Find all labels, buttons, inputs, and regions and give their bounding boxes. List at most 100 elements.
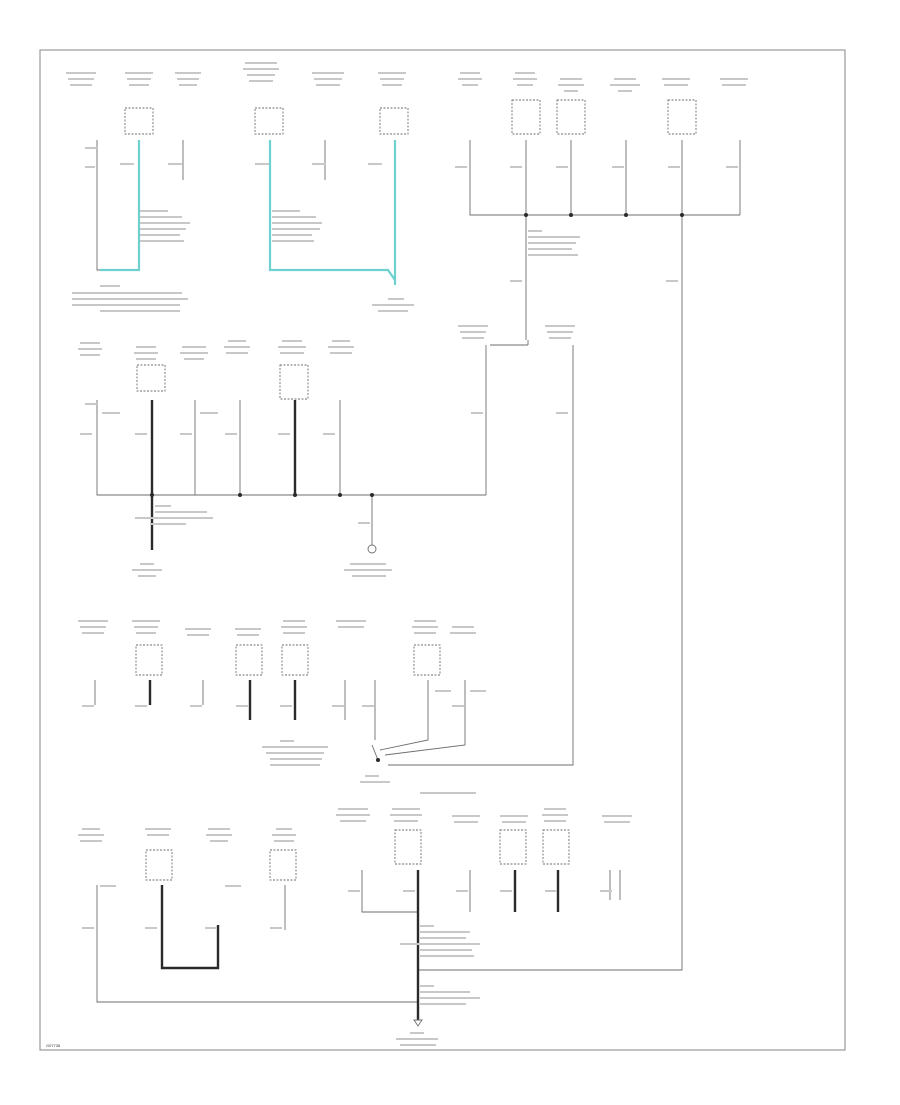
wire-labels: [80, 403, 370, 524]
wire-labels: [455, 166, 738, 282]
wire: [388, 345, 574, 766]
wire: [490, 340, 529, 346]
connector-box: [279, 364, 309, 400]
wire-highlight: [268, 140, 396, 281]
junction-dot: [370, 493, 374, 497]
component-label: [458, 72, 482, 86]
component-label: [78, 342, 102, 356]
component-label: [243, 62, 279, 82]
component-label: [336, 808, 370, 822]
component-label: [602, 815, 632, 823]
junction-dot: [569, 213, 573, 217]
wire-highlight: [100, 140, 141, 272]
ground-note: [360, 775, 476, 794]
wire: [384, 680, 466, 756]
component-label: [78, 828, 104, 842]
component-label: [662, 78, 690, 86]
component-label: [513, 72, 537, 86]
component-label: [545, 325, 575, 339]
component-label: [610, 78, 640, 92]
ground-bus: [96, 400, 486, 496]
ground-note: [72, 285, 188, 312]
ground-symbol: [367, 544, 377, 554]
junction-dot: [524, 213, 528, 217]
connector-box: [556, 99, 586, 135]
junction-dot: [376, 758, 380, 762]
connector-box: [413, 644, 441, 676]
junction-dot: [293, 493, 297, 497]
connector-box: [124, 107, 154, 135]
splice-note: [420, 985, 480, 1005]
junction-dot: [680, 213, 684, 217]
component-label: [458, 325, 488, 339]
component-label: [378, 72, 406, 86]
junction-dot: [338, 493, 342, 497]
section-bottom: [78, 808, 632, 1046]
junction-dot: [624, 213, 628, 217]
component-label: [281, 620, 307, 634]
wire: [371, 744, 379, 761]
component-label: [452, 815, 480, 823]
connector-box: [394, 829, 422, 865]
component-label: [412, 620, 438, 634]
ground-symbol: [413, 1019, 423, 1027]
connector-box: [145, 849, 173, 881]
junction-dot: [238, 493, 242, 497]
component-label: [125, 72, 153, 86]
splice-note: [140, 210, 190, 242]
splice-note: [135, 505, 213, 525]
wire-labels: [82, 690, 486, 707]
section-middle: [78, 340, 486, 577]
splice-note: [400, 925, 480, 957]
wire: [609, 870, 621, 900]
component-label: [206, 828, 232, 842]
connector-box: [379, 107, 409, 135]
component-label: [175, 72, 201, 86]
section-top-left: [66, 62, 414, 312]
splice-note: [272, 210, 322, 242]
component-label: [180, 346, 208, 360]
component-label: [134, 346, 158, 360]
ground-note: [396, 1032, 438, 1046]
connector-box: [542, 829, 570, 865]
connector-box: [136, 364, 166, 392]
component-label: [390, 808, 422, 822]
section-lower-middle: [78, 620, 486, 794]
component-label: [312, 72, 344, 86]
component-label: [542, 808, 568, 822]
component-label: [558, 78, 584, 92]
section-top-right: [388, 72, 748, 971]
component-label: [185, 628, 211, 636]
ground-note: [132, 563, 392, 577]
figure-code: G07736: [46, 1043, 61, 1048]
splice-note: [262, 740, 328, 766]
component-label: [278, 340, 306, 354]
connector-box: [135, 644, 163, 676]
component-label: [66, 72, 96, 86]
wire-labels: [85, 147, 382, 168]
junction-dot: [150, 493, 154, 497]
wire: [96, 885, 418, 1003]
connector-box: [667, 99, 697, 135]
wire-labels: [82, 885, 612, 929]
connector-box: [281, 644, 309, 676]
component-label: [720, 78, 748, 86]
wire-bold: [160, 885, 220, 970]
wire: [469, 140, 740, 216]
wire: [96, 140, 137, 271]
connector-box: [269, 849, 297, 881]
component-label: [224, 340, 250, 354]
wire: [379, 680, 429, 751]
component-label: [328, 340, 354, 354]
connector-box: [511, 99, 541, 135]
wire: [361, 870, 418, 913]
splice-note: [528, 230, 580, 256]
component-label: [132, 620, 160, 634]
component-label: [78, 620, 108, 634]
wire: [418, 140, 683, 971]
ground-note: [372, 298, 414, 312]
component-label: [450, 626, 476, 634]
component-label: [500, 815, 528, 823]
